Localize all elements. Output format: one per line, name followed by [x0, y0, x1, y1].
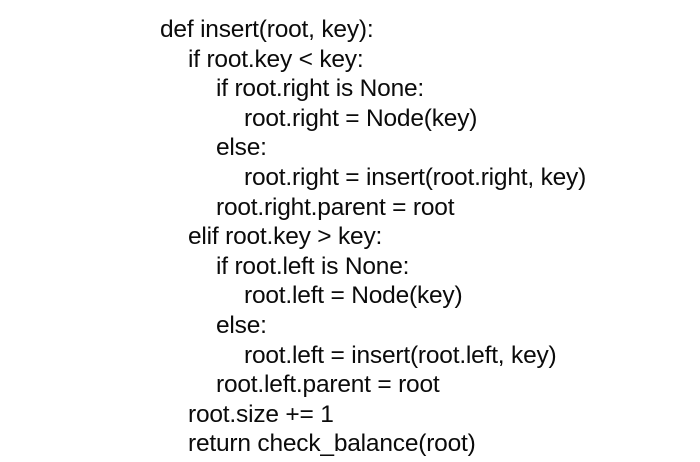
code-line-indent: [0, 184, 244, 185]
code-line: def insert(root, key):: [0, 15, 700, 45]
code-line: root.right = insert(root.right, key): [0, 163, 700, 193]
code-line-indent: [0, 66, 188, 67]
code-line: if root.key < key:: [0, 45, 700, 75]
code-line-text: elif root.key > key:: [188, 223, 383, 251]
code-line-indent: [0, 154, 216, 155]
code-line-indent: [0, 273, 216, 274]
code-line-text: root.size += 1: [188, 400, 334, 428]
code-line-indent: [0, 391, 216, 392]
code-line-indent: [0, 95, 216, 96]
code-line-indent: [0, 214, 216, 215]
code-line-indent: [0, 243, 188, 244]
code-line-text: root.left.parent = root: [216, 371, 440, 399]
code-line-text: root.right.parent = root: [216, 193, 455, 221]
code-line: root.right = Node(key): [0, 104, 700, 134]
code-line: root.right.parent = root: [0, 193, 700, 223]
code-line-text: root.left = Node(key): [244, 282, 463, 310]
code-line-indent: [0, 302, 244, 303]
code-line-text: else:: [216, 312, 267, 339]
code-line-indent: [0, 332, 216, 333]
code-line: root.left = insert(root.left, key): [0, 341, 700, 371]
code-line-indent: [0, 450, 188, 451]
code-line-text: root.right = insert(root.right, key): [244, 164, 587, 191]
code-line-text: else:: [216, 134, 267, 162]
code-line: root.size += 1: [0, 400, 700, 430]
code-line-indent: [0, 125, 244, 126]
code-line-text: if root.key < key:: [188, 45, 364, 73]
code-line: root.left = Node(key): [0, 281, 700, 311]
code-line-text: root.left = insert(root.left, key): [244, 341, 557, 369]
code-line: elif root.key > key:: [0, 222, 700, 252]
code-line: return check_balance(root): [0, 429, 700, 459]
code-line-indent: [0, 362, 244, 363]
code-line: if root.right is None:: [0, 74, 700, 104]
code-line: else:: [0, 133, 700, 163]
code-line-indent: [0, 36, 160, 37]
code-line: else:: [0, 311, 700, 341]
code-line-text: return check_balance(root): [188, 430, 476, 458]
code-line-text: root.right = Node(key): [244, 104, 478, 132]
code-line: if root.left is None:: [0, 252, 700, 282]
code-line-indent: [0, 421, 188, 422]
code-line-text: if root.left is None:: [216, 252, 410, 280]
code-line-text: if root.right is None:: [216, 75, 425, 103]
code-line-text: def insert(root, key):: [160, 16, 374, 43]
code-line: root.left.parent = root: [0, 370, 700, 400]
